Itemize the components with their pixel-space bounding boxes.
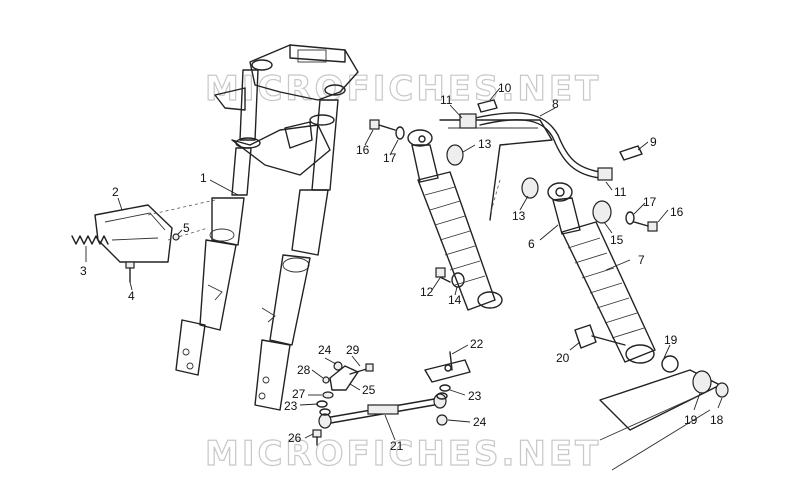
callout-23-left: 23 <box>284 399 298 413</box>
callout-26: 26 <box>288 431 302 445</box>
callout-23-right: 23 <box>468 389 482 403</box>
bushing-part-15 <box>592 200 612 224</box>
callout-24-left: 24 <box>318 343 332 357</box>
bolt-part-20 <box>574 324 626 349</box>
washers-part-23 <box>316 384 451 416</box>
callout-28: 28 <box>297 363 311 377</box>
callout-17-upper: 17 <box>383 151 397 165</box>
callout-13-lower: 13 <box>512 209 526 223</box>
callout-15: 15 <box>610 233 624 247</box>
callout-21: 21 <box>390 439 404 453</box>
bushing-part-13-upper <box>446 144 464 166</box>
nut-part-28 <box>322 376 330 384</box>
callout-16-upper: 16 <box>356 143 370 157</box>
swing-arm <box>599 355 729 471</box>
spacer-part-27 <box>322 391 334 399</box>
callout-22: 22 <box>470 337 484 351</box>
front-fork-assembly <box>175 44 359 411</box>
callout-13-upper: 13 <box>478 137 492 151</box>
callout-11-lower: 11 <box>614 185 627 199</box>
callout-11-upper: 11 <box>440 93 453 107</box>
screw-part-4 <box>125 261 135 283</box>
shock-absorber-left <box>407 129 503 311</box>
bolt-part-16-lower <box>633 221 658 232</box>
washer-part-17-upper <box>395 126 405 140</box>
callout-8: 8 <box>552 97 559 111</box>
callout-16-lower: 16 <box>670 205 684 219</box>
callout-29: 29 <box>346 343 360 357</box>
screw-part-5 <box>172 233 180 241</box>
spring-part-3 <box>71 235 109 245</box>
bracket-part-25 <box>329 365 359 391</box>
watermark-bottom: MICROFICHES.NET <box>205 434 601 474</box>
callout-labels: 1 2 3 4 5 6 7 8 9 10 11 11 12 13 13 14 1… <box>80 81 724 453</box>
frame-bracket <box>439 119 553 221</box>
watermark-top: MICROFICHES.NET <box>205 69 601 109</box>
bolt-part-29 <box>349 363 374 375</box>
callout-3: 3 <box>80 264 87 278</box>
callout-6: 6 <box>528 237 535 251</box>
callout-27: 27 <box>292 387 306 401</box>
callout-5: 5 <box>183 221 190 235</box>
bolt-part-12 <box>435 267 451 283</box>
fitting-part-10 <box>477 99 498 113</box>
washer-part-14 <box>451 272 465 288</box>
callout-9: 9 <box>650 135 657 149</box>
bolt-part-16-upper <box>369 119 396 131</box>
callout-2: 2 <box>112 185 119 199</box>
shock-absorber-right <box>547 182 656 364</box>
callout-20: 20 <box>556 351 570 365</box>
callout-18: 18 <box>710 413 724 427</box>
nut-part-24 <box>333 361 448 426</box>
hose-part-8 <box>459 112 613 181</box>
callout-4: 4 <box>128 289 135 303</box>
bracket-part-22 <box>424 351 471 383</box>
leader-lines <box>85 87 723 441</box>
callout-1: 1 <box>200 171 207 185</box>
fitting-part-9 <box>619 145 643 161</box>
callout-25: 25 <box>362 383 376 397</box>
screw-part-26 <box>312 429 322 446</box>
callout-7: 7 <box>638 253 645 267</box>
callout-12: 12 <box>420 285 434 299</box>
callout-10: 10 <box>498 81 512 95</box>
callout-24-right: 24 <box>473 415 487 429</box>
callout-14: 14 <box>448 293 462 307</box>
washer-part-17-lower <box>625 211 635 225</box>
bushing-part-13-lower <box>521 177 539 199</box>
headlight-assembly <box>94 199 216 263</box>
callout-19-upper: 19 <box>664 333 678 347</box>
link-rod-part-21 <box>318 393 447 429</box>
callout-19-lower: 19 <box>684 413 698 427</box>
callout-17-lower: 17 <box>643 195 657 209</box>
